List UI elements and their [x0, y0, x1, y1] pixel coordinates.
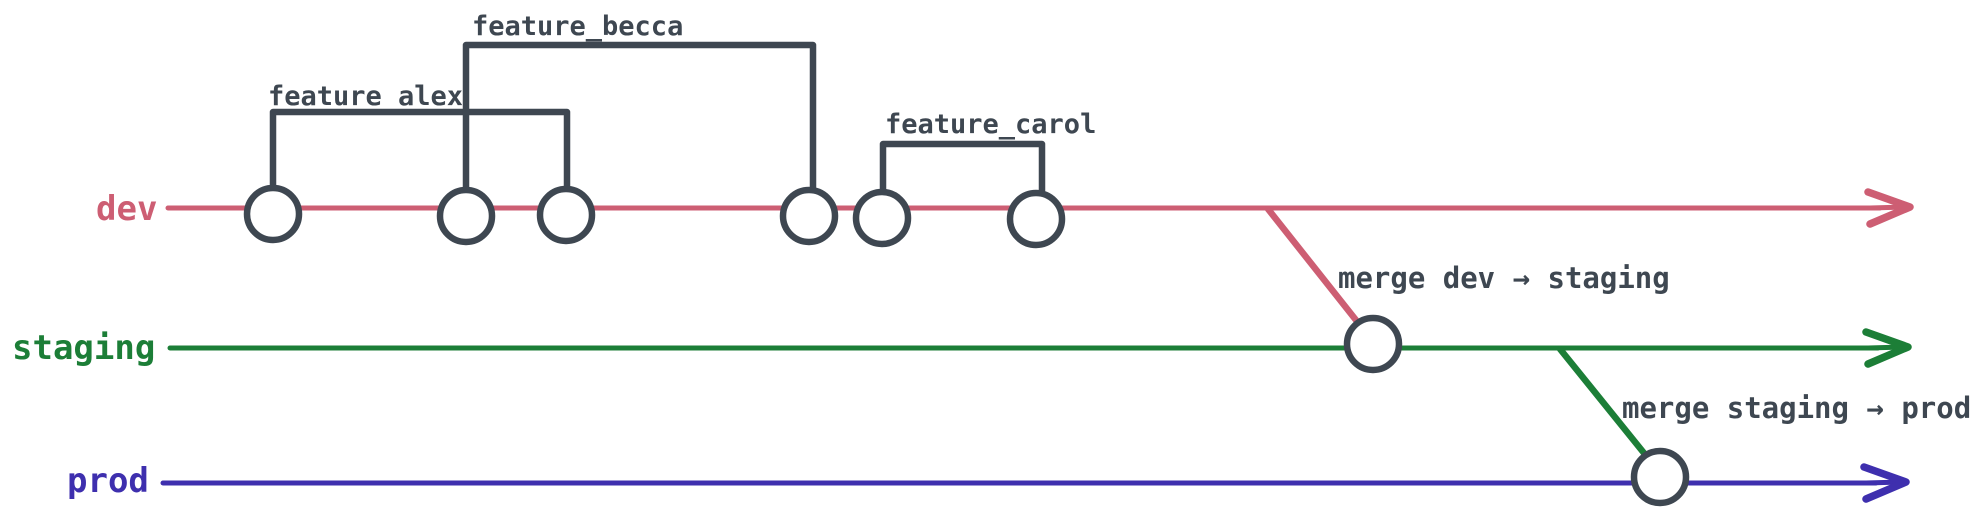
branch-arrowhead-staging [1862, 328, 1912, 368]
merge-line-merge-staging-prod [1556, 345, 1656, 467]
branch-label-prod: prod [67, 461, 149, 501]
commit-node-staging-1 [1343, 314, 1403, 374]
feature-bracket-feature_carol [879, 140, 1046, 199]
commit-node-dev-6 [1006, 189, 1066, 249]
feature-label-feature_alex: feature_alex [268, 81, 463, 112]
branch-arrowhead-prod [1860, 463, 1910, 503]
merge-line-merge-dev-staging [1264, 205, 1371, 338]
feature-label-feature_carol: feature_carol [885, 109, 1096, 140]
commit-node-dev-1 [243, 184, 303, 244]
merge-label-merge-dev-staging: merge dev → staging [1338, 261, 1670, 295]
commit-node-dev-3 [536, 185, 596, 245]
feature-bracket-feature_alex [269, 108, 571, 195]
commit-node-dev-4 [779, 186, 839, 246]
feature-label-feature_becca: feature_becca [472, 11, 683, 42]
branch-label-staging: staging [12, 328, 155, 368]
feature-bracket-feature_becca [462, 41, 817, 196]
branch-arrowhead-dev [1864, 188, 1914, 228]
merge-label-merge-staging-prod: merge staging → prod [1622, 391, 1971, 425]
commit-node-dev-5 [852, 188, 912, 248]
commit-node-prod-1 [1630, 447, 1690, 507]
commit-node-dev-2 [436, 186, 496, 246]
branch-label-dev: dev [96, 189, 157, 229]
